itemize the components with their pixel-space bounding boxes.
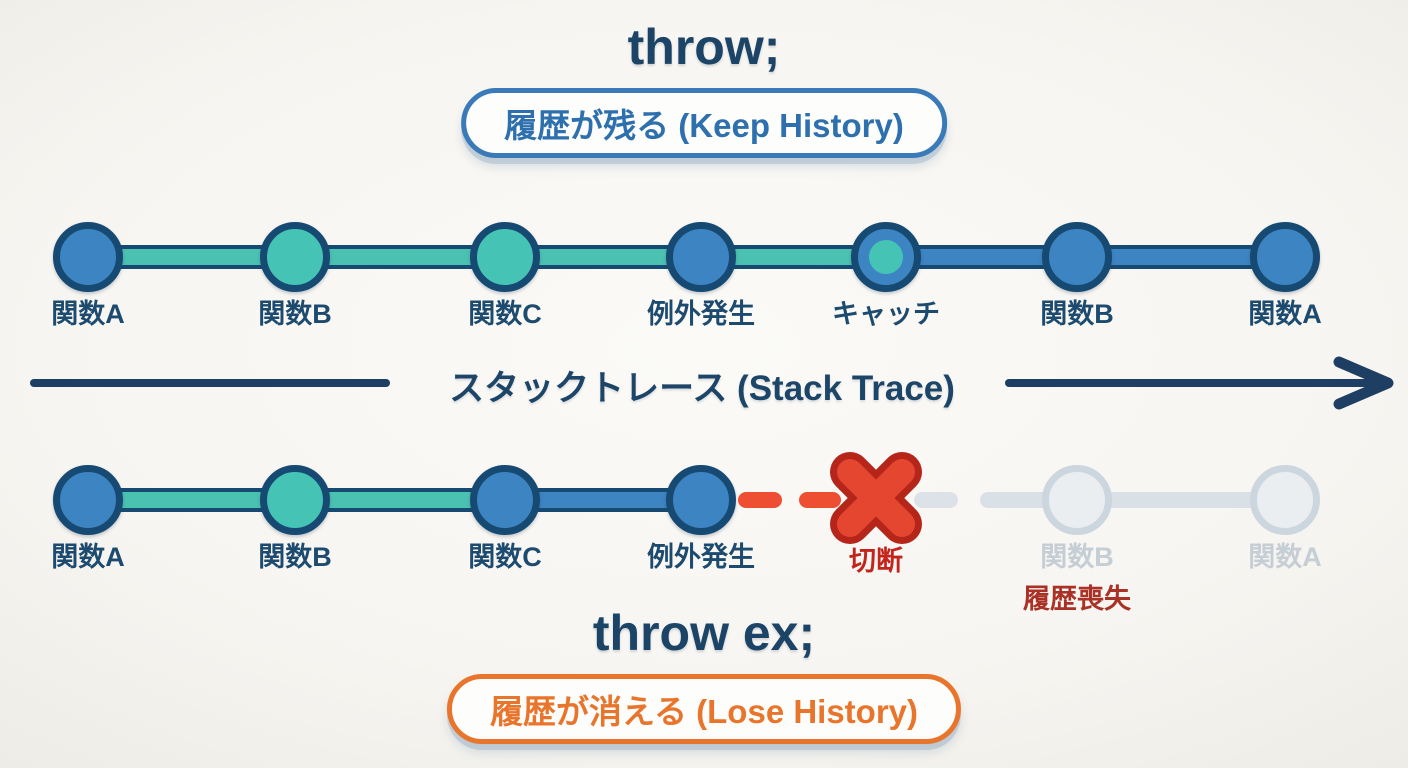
keep-node-exception [666, 222, 736, 292]
keep-history-badge: 履歴が残る (Keep History) [461, 88, 947, 158]
keep-label-func-b-return: 関数B [1040, 299, 1114, 329]
throw-title: throw; [627, 19, 781, 75]
keep-node-func-b-return [1042, 222, 1112, 292]
lose-node-func-b [260, 465, 330, 535]
ghost-node-func-a [1250, 465, 1320, 535]
keep-label-func-a: 関数A [51, 299, 125, 329]
broken-dash-gray [914, 492, 958, 508]
ghost-label-func-b: 関数B [1040, 542, 1114, 572]
keep-label-func-b: 関数B [258, 299, 332, 329]
lose-history-badge: 履歴が消える (Lose History) [446, 674, 962, 744]
keep-label-func-a-return: 関数A [1248, 299, 1322, 329]
keep-label-catch: キャッチ [832, 299, 940, 329]
cut-x-icon [830, 452, 922, 544]
lose-history-badge-label: 履歴が消える (Lose History) [489, 693, 919, 730]
lose-label-func-c: 関数C [468, 542, 542, 572]
broken-dash-red-2 [799, 492, 841, 508]
catch-inner-dot-icon [869, 240, 903, 274]
keep-node-catch [851, 222, 921, 292]
lose-label-func-b: 関数B [258, 542, 332, 572]
ghost-connector [980, 492, 1285, 508]
broken-dash-red-1 [738, 492, 782, 508]
stack-trace-line-right [1005, 379, 1378, 387]
lose-node-func-c [470, 465, 540, 535]
lost-history-label: 履歴喪失 [1023, 584, 1131, 614]
keep-history-badge-label: 履歴が残る (Keep History) [504, 107, 904, 144]
lose-node-func-a [53, 465, 123, 535]
keep-node-func-a-return [1250, 222, 1320, 292]
keep-label-func-c: 関数C [468, 299, 542, 329]
keep-node-func-c [470, 222, 540, 292]
stack-trace-line-left [30, 379, 390, 387]
ghost-label-func-a: 関数A [1248, 542, 1322, 572]
lose-node-exception [666, 465, 736, 535]
cut-label: 切断 [849, 546, 903, 576]
stack-trace-label: スタックトレース (Stack Trace) [449, 369, 955, 408]
keep-node-func-b [260, 222, 330, 292]
arrow-right-icon [1333, 356, 1394, 410]
lose-label-exception: 例外発生 [647, 542, 755, 572]
throw-ex-title: throw ex; [592, 605, 816, 661]
keep-node-func-a [53, 222, 123, 292]
lose-label-func-a: 関数A [51, 542, 125, 572]
keep-label-exception: 例外発生 [647, 299, 755, 329]
ghost-node-func-b [1042, 465, 1112, 535]
